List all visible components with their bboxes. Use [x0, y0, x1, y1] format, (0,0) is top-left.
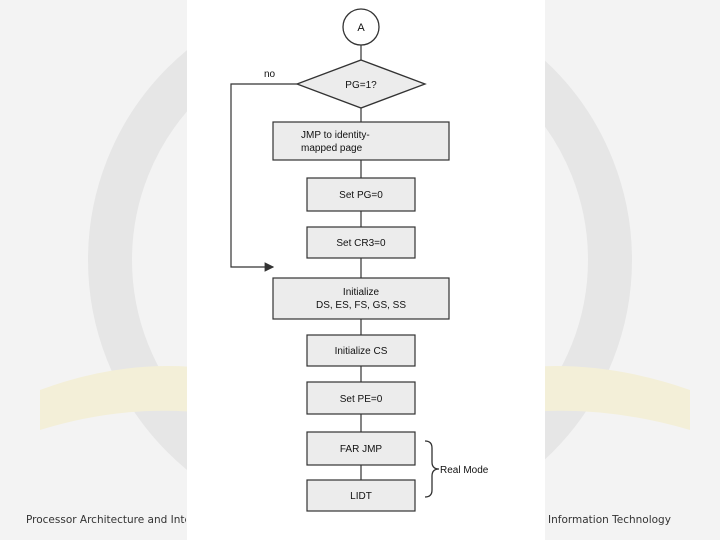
step-init-segments-line2: DS, ES, FS, GS, SS — [316, 300, 406, 311]
step-set-pg — [306, 177, 416, 212]
step-far-jmp — [306, 431, 416, 466]
footer-course-title: Processor Architecture and Interfacing — [26, 514, 186, 526]
connector-a-label: A — [357, 22, 365, 34]
step-set-cr3-label: Set CR3=0 — [336, 238, 386, 249]
step-jmp-identity-line1: JMP to identity- — [301, 130, 370, 141]
no-branch-label: no — [264, 69, 276, 80]
step-jmp-identity-line2: mapped page — [301, 143, 363, 154]
step-set-pg-label: Set PG=0 — [339, 190, 383, 201]
flowchart: A PG=1? no JMP to identity- mapped page — [230, 8, 489, 512]
step-init-segments-line1: Initialize — [343, 287, 380, 298]
step-set-pe-label: Set PE=0 — [340, 394, 383, 405]
flowchart-panel: A PG=1? no JMP to identity- mapped page — [187, 0, 545, 540]
step-lidt — [306, 479, 416, 512]
step-init-cs — [306, 334, 416, 367]
real-mode-brace — [424, 440, 440, 498]
step-set-pe — [306, 381, 416, 415]
real-mode-label: Real Mode — [440, 465, 489, 476]
step-far-jmp-label: FAR JMP — [340, 444, 383, 455]
step-lidt-label: LIDT — [350, 491, 372, 502]
footer-department: Information Technology — [548, 514, 671, 526]
step-init-segments — [272, 277, 450, 320]
decision-label: PG=1? — [345, 80, 377, 91]
step-set-cr3 — [306, 226, 416, 259]
no-branch-line — [230, 83, 297, 272]
step-jmp-identity — [272, 121, 450, 161]
step-init-cs-label: Initialize CS — [335, 346, 388, 357]
